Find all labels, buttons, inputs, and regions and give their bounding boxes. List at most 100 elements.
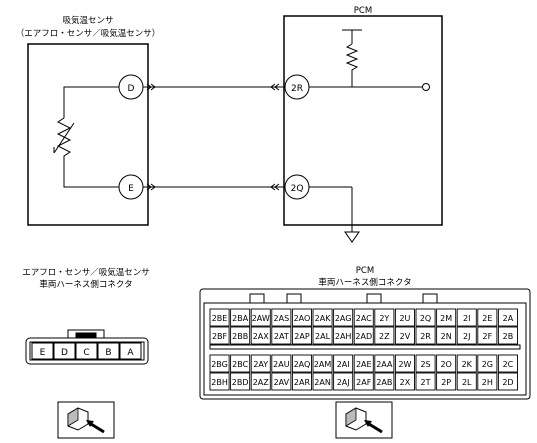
pcm-pin-cell (230, 308, 251, 327)
sensor-internal-wiring (63, 86, 120, 188)
pcm-pin-cell (312, 372, 333, 391)
pcm-pin-label: 2AB (376, 378, 392, 387)
sensor-pin-cell (119, 342, 142, 360)
sensor-pin-cell (31, 342, 54, 360)
pcm-pin-label: 2M (440, 314, 452, 323)
sensor-title: 吸気温センサ (62, 15, 113, 26)
pcm-pin-label: 2L (462, 378, 472, 387)
pcm-pin-label: 2X (400, 378, 411, 387)
sensor-terminal-e-label: E (128, 184, 134, 194)
pcm-pin-label: 2V (400, 332, 411, 341)
pcm-pin-label: 2A (503, 314, 514, 323)
sensor-pin-cell (97, 342, 120, 360)
pcm-pin-label: 2AD (355, 332, 372, 341)
connector-view-icon (335, 401, 393, 439)
pcm-pin-cell (271, 308, 292, 327)
pcm-pin-cell (436, 372, 457, 391)
pcm-pin-cell (394, 326, 415, 345)
pcm-pin-label: 2W (398, 360, 411, 369)
pcm-pin-cell (353, 372, 374, 391)
pcm-pin-cell (271, 326, 292, 345)
pcm-pin-cell (230, 326, 251, 345)
pcm-pin-label: 2C (503, 360, 514, 369)
pcm-pin-label: 2AH (335, 332, 352, 341)
pcm-pin-cell (456, 372, 477, 391)
pcm-pin-cell (333, 372, 354, 391)
pcm-pin-cell (312, 326, 333, 345)
pcm-pin-cell (291, 372, 312, 391)
pcm-pin-label: 2AO (294, 314, 311, 323)
pcm-pin-cell (415, 308, 436, 327)
pcm-pin-cell (477, 354, 498, 373)
pcm-pin-label: 2BD (232, 378, 249, 387)
pcm-pin-label: 2AJ (337, 378, 350, 387)
pcm-pin-cell (477, 326, 498, 345)
pcm-pin-label: 2AK (315, 314, 332, 323)
pcm-pin-label: 2N (441, 332, 452, 341)
sensor-box (27, 43, 149, 226)
pcm-pin-label: 2H (482, 378, 493, 387)
pcm-pin-cell (312, 354, 333, 373)
pcm-pin-cell (456, 354, 477, 373)
sensor-connector (25, 329, 149, 365)
pcm-pin-label: 2AC (356, 314, 372, 323)
pcm-pin-label: 2AQ (294, 360, 311, 369)
pcm-pin-label: 2AM (314, 360, 332, 369)
pcm-pin-label: 2BB (232, 332, 248, 341)
pcm-pin-label: 2AP (294, 332, 310, 341)
pcm-pin-cell (291, 354, 312, 373)
pcm-pin-cell (394, 308, 415, 327)
pcm-title: PCM (354, 6, 372, 16)
pcm-pin-label: 2AY (253, 360, 268, 369)
pcm-connector-title-1: PCM (356, 266, 374, 276)
pcm-pin-label: 2AG (335, 314, 352, 323)
sensor-pin-label: D (61, 348, 68, 358)
sensor-pin-label: E (40, 348, 46, 358)
pcm-pin-label: 2AS (274, 314, 290, 323)
pcm-connector-title-2: 車両ハーネス側コネクタ (318, 277, 411, 288)
pcm-pin-label: 2BF (212, 332, 228, 341)
pcm-pin-cell (477, 372, 498, 391)
pcm-pin-cell (415, 354, 436, 373)
sensor-pin-label: C (83, 348, 89, 358)
pcm-pin-label: 2O (440, 360, 451, 369)
pcm-pin-cell (374, 354, 395, 373)
pcm-pin-label: 2BG (211, 360, 228, 369)
sensor-connector-title-2: 車両ハーネス側コネクタ (39, 279, 132, 290)
pcm-pin-cell (394, 372, 415, 391)
pcm-pin-cell (415, 372, 436, 391)
sensor-pin-label: A (127, 348, 134, 358)
pcm-pin-label: 2AI (337, 360, 350, 369)
pcm-terminal-2q: 2Q (284, 174, 310, 200)
sensor-pin-label: B (105, 348, 111, 358)
pcm-terminal-2r-label: 2R (291, 84, 303, 94)
pcm-pin-cell (353, 354, 374, 373)
pcm-pin-cell (415, 326, 436, 345)
pcm-pin-label: 2AE (356, 360, 372, 369)
pcm-pin-label: 2R (420, 332, 431, 341)
pcm-pin-label: 2AZ (253, 378, 270, 387)
pcm-pin-cell (374, 326, 395, 345)
sensor-pin-cell (53, 342, 76, 360)
pcm-pin-label: 2D (502, 378, 513, 387)
pcm-pin-cell (250, 372, 271, 391)
pcm-pin-label: 2BA (232, 314, 249, 323)
sensor-terminal-d: D (118, 74, 144, 100)
pcm-pin-label: 2BC (232, 360, 248, 369)
pcm-pin-label: 2BH (211, 378, 228, 387)
connector-view-icon (57, 401, 115, 439)
harness-wires (143, 86, 284, 188)
pcm-pin-cell (291, 308, 312, 327)
pcm-pin-cell (250, 326, 271, 345)
pcm-pin-cell (333, 308, 354, 327)
pcm-pin-cell (497, 308, 518, 327)
sensor-connector-title-1: エアフロ・センサ／吸気温センサ (22, 267, 150, 278)
pcm-pin-label: 2Q (420, 314, 431, 323)
pcm-pin-cell (291, 326, 312, 345)
pcm-pin-label: 2AL (315, 332, 331, 341)
pcm-pin-cell (230, 354, 251, 373)
pcm-pin-label: 2K (462, 360, 473, 369)
